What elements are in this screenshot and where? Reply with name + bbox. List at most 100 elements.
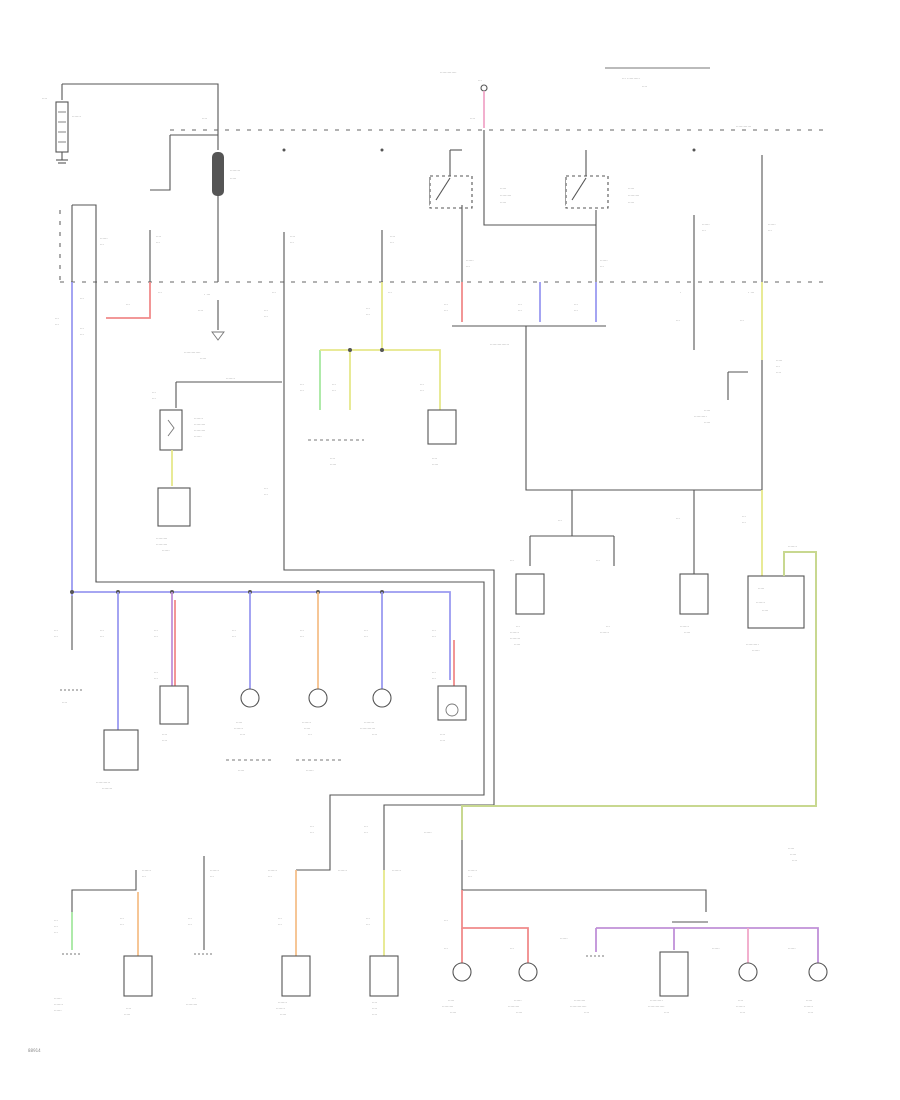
svg-text:·····: ·····: [704, 420, 710, 425]
svg-text:····: ····: [156, 234, 161, 239]
svg-text:·····: ·····: [450, 1010, 456, 1015]
middle-bus: ··· ··· ···· ··· ··· ··········· ·······…: [54, 590, 467, 791]
svg-text:···: ···: [54, 918, 58, 923]
svg-text:····: ····: [162, 738, 167, 743]
connector-icon: [747, 575, 805, 629]
svg-text:·······: ·······: [756, 600, 765, 605]
svg-text:·······: ·······: [226, 376, 235, 381]
red-hook: ··· ···: [106, 282, 162, 319]
svg-text:···: ···: [80, 296, 84, 301]
svg-text:·············: ·············: [440, 70, 457, 75]
svg-text:···: ···: [676, 516, 680, 521]
svg-text:···: ···: [676, 318, 680, 323]
svg-text:······: ······: [702, 222, 710, 227]
svg-text:······: ······: [162, 548, 170, 553]
svg-text:·········: ·········: [628, 193, 639, 198]
svg-text:············: ············: [360, 726, 375, 731]
svg-text:···: ···: [232, 628, 236, 633]
svg-text:····: ····: [162, 732, 167, 737]
svg-text:···: ···: [264, 486, 268, 491]
svg-text:···: ···: [776, 364, 780, 369]
svg-text:·······: ·······: [54, 1002, 63, 1007]
svg-text:····: ····: [440, 732, 445, 737]
svg-text:·········: ·········: [500, 193, 511, 198]
svg-text:···: ···: [308, 732, 312, 737]
svg-text:······: ······: [194, 434, 202, 439]
svg-text:···: ···: [100, 242, 104, 247]
svg-text:···: ···: [366, 916, 370, 921]
svg-text:···: ···: [432, 634, 436, 639]
svg-text:······: ······: [752, 648, 760, 653]
svg-text:····: ····: [740, 1010, 745, 1015]
svg-text:·····: ·····: [758, 586, 764, 591]
svg-text:·······: ·······: [338, 868, 347, 873]
svg-text:·····: ·····: [200, 356, 206, 361]
svg-text:········: ········: [102, 786, 112, 791]
svg-text:····: ····: [738, 998, 743, 1003]
svg-text:···: ···: [510, 558, 514, 563]
svg-text:····: ····: [792, 858, 797, 863]
svg-text:······: ······: [514, 998, 522, 1003]
svg-text:···: ···: [142, 874, 146, 879]
svg-text:···: ···: [268, 874, 272, 879]
svg-text:··········: ··········: [746, 642, 759, 647]
svg-text:···: ···: [278, 916, 282, 921]
center-bus: ··· ··· ··· ··· ···: [264, 282, 495, 825]
svg-text:·········: ·········: [194, 422, 205, 427]
lamp-icon: [240, 688, 260, 708]
svg-text:···: ···: [210, 874, 214, 879]
svg-text:·······: ·······: [600, 630, 609, 635]
svg-text:·····: ·····: [238, 768, 244, 773]
svg-text:···: ···: [54, 634, 58, 639]
svg-text:·····: ·····: [330, 462, 336, 467]
lamp-icon: [808, 962, 828, 982]
svg-text:·············: ·············: [184, 350, 201, 355]
svg-text:·······: ·······: [302, 720, 311, 725]
svg-text:·········: ·········: [574, 998, 585, 1003]
bottom-row: ··· ··· ··· ··· ······· ······· ······· …: [54, 824, 828, 1017]
svg-text:······: ······: [788, 946, 796, 951]
svg-text:····: ····: [470, 116, 475, 121]
svg-text:···: ···: [444, 308, 448, 313]
svg-text:···: ···: [466, 264, 470, 269]
cooling-fan-relay: · ··· ···· ············· ····· ······· ·…: [152, 292, 282, 553]
svg-text:····: ····: [440, 738, 445, 743]
svg-text:·····: ·····: [790, 852, 796, 857]
svg-text:···: ···: [152, 390, 156, 395]
svg-text:···: ···: [264, 308, 268, 313]
svg-text:·······: ·······: [804, 1004, 813, 1009]
svg-text:····: ····: [776, 370, 781, 375]
svg-text:·····: ·····: [432, 462, 438, 467]
svg-text:···: ···: [100, 628, 104, 633]
svg-text:····: ····: [330, 456, 335, 461]
yellow-relays: ··· ··· ··· ··· ··· ··· ··· ··· ··· ····…: [300, 282, 457, 467]
svg-text:·····: ·····: [500, 200, 506, 205]
svg-text:·······: ·······: [194, 416, 203, 421]
svg-text:···········: ···········: [96, 780, 110, 785]
svg-text:····: ····: [198, 308, 203, 313]
svg-text:····: ····: [290, 234, 295, 239]
svg-text:·····: ·····: [806, 998, 812, 1003]
svg-text:·······: ·······: [736, 1004, 745, 1009]
top-right-header: ··· ·········· ···· ············· ··· ··…: [440, 67, 751, 129]
svg-text:·····: ·····: [304, 726, 310, 731]
svg-text:······: ······: [306, 768, 314, 773]
svg-text:······: ······: [600, 258, 608, 263]
svg-text:·······: ·······: [142, 868, 151, 873]
svg-text:···: ···: [420, 388, 424, 393]
svg-text:···: ···: [574, 308, 578, 313]
svg-text:····: ····: [42, 96, 47, 101]
headlight-switch: ··· ··· ··· ··· ··· ··· ···············: [444, 282, 762, 491]
lamp-icon: [372, 688, 392, 708]
svg-text:····: ····: [372, 732, 377, 737]
svg-text:···: ···: [600, 264, 604, 269]
svg-text:·····: ·····: [514, 642, 520, 647]
svg-text:···: ···: [120, 922, 124, 927]
lamp-icon: [452, 962, 472, 982]
svg-text:···: ···: [154, 628, 158, 633]
svg-text:·········: ·········: [186, 1002, 197, 1007]
svg-text:·······: ·······: [72, 114, 81, 119]
svg-text:···: ···: [264, 314, 268, 319]
battery-section: ···· ······· ····: [42, 83, 219, 164]
svg-text:·············: ·············: [570, 1004, 587, 1009]
